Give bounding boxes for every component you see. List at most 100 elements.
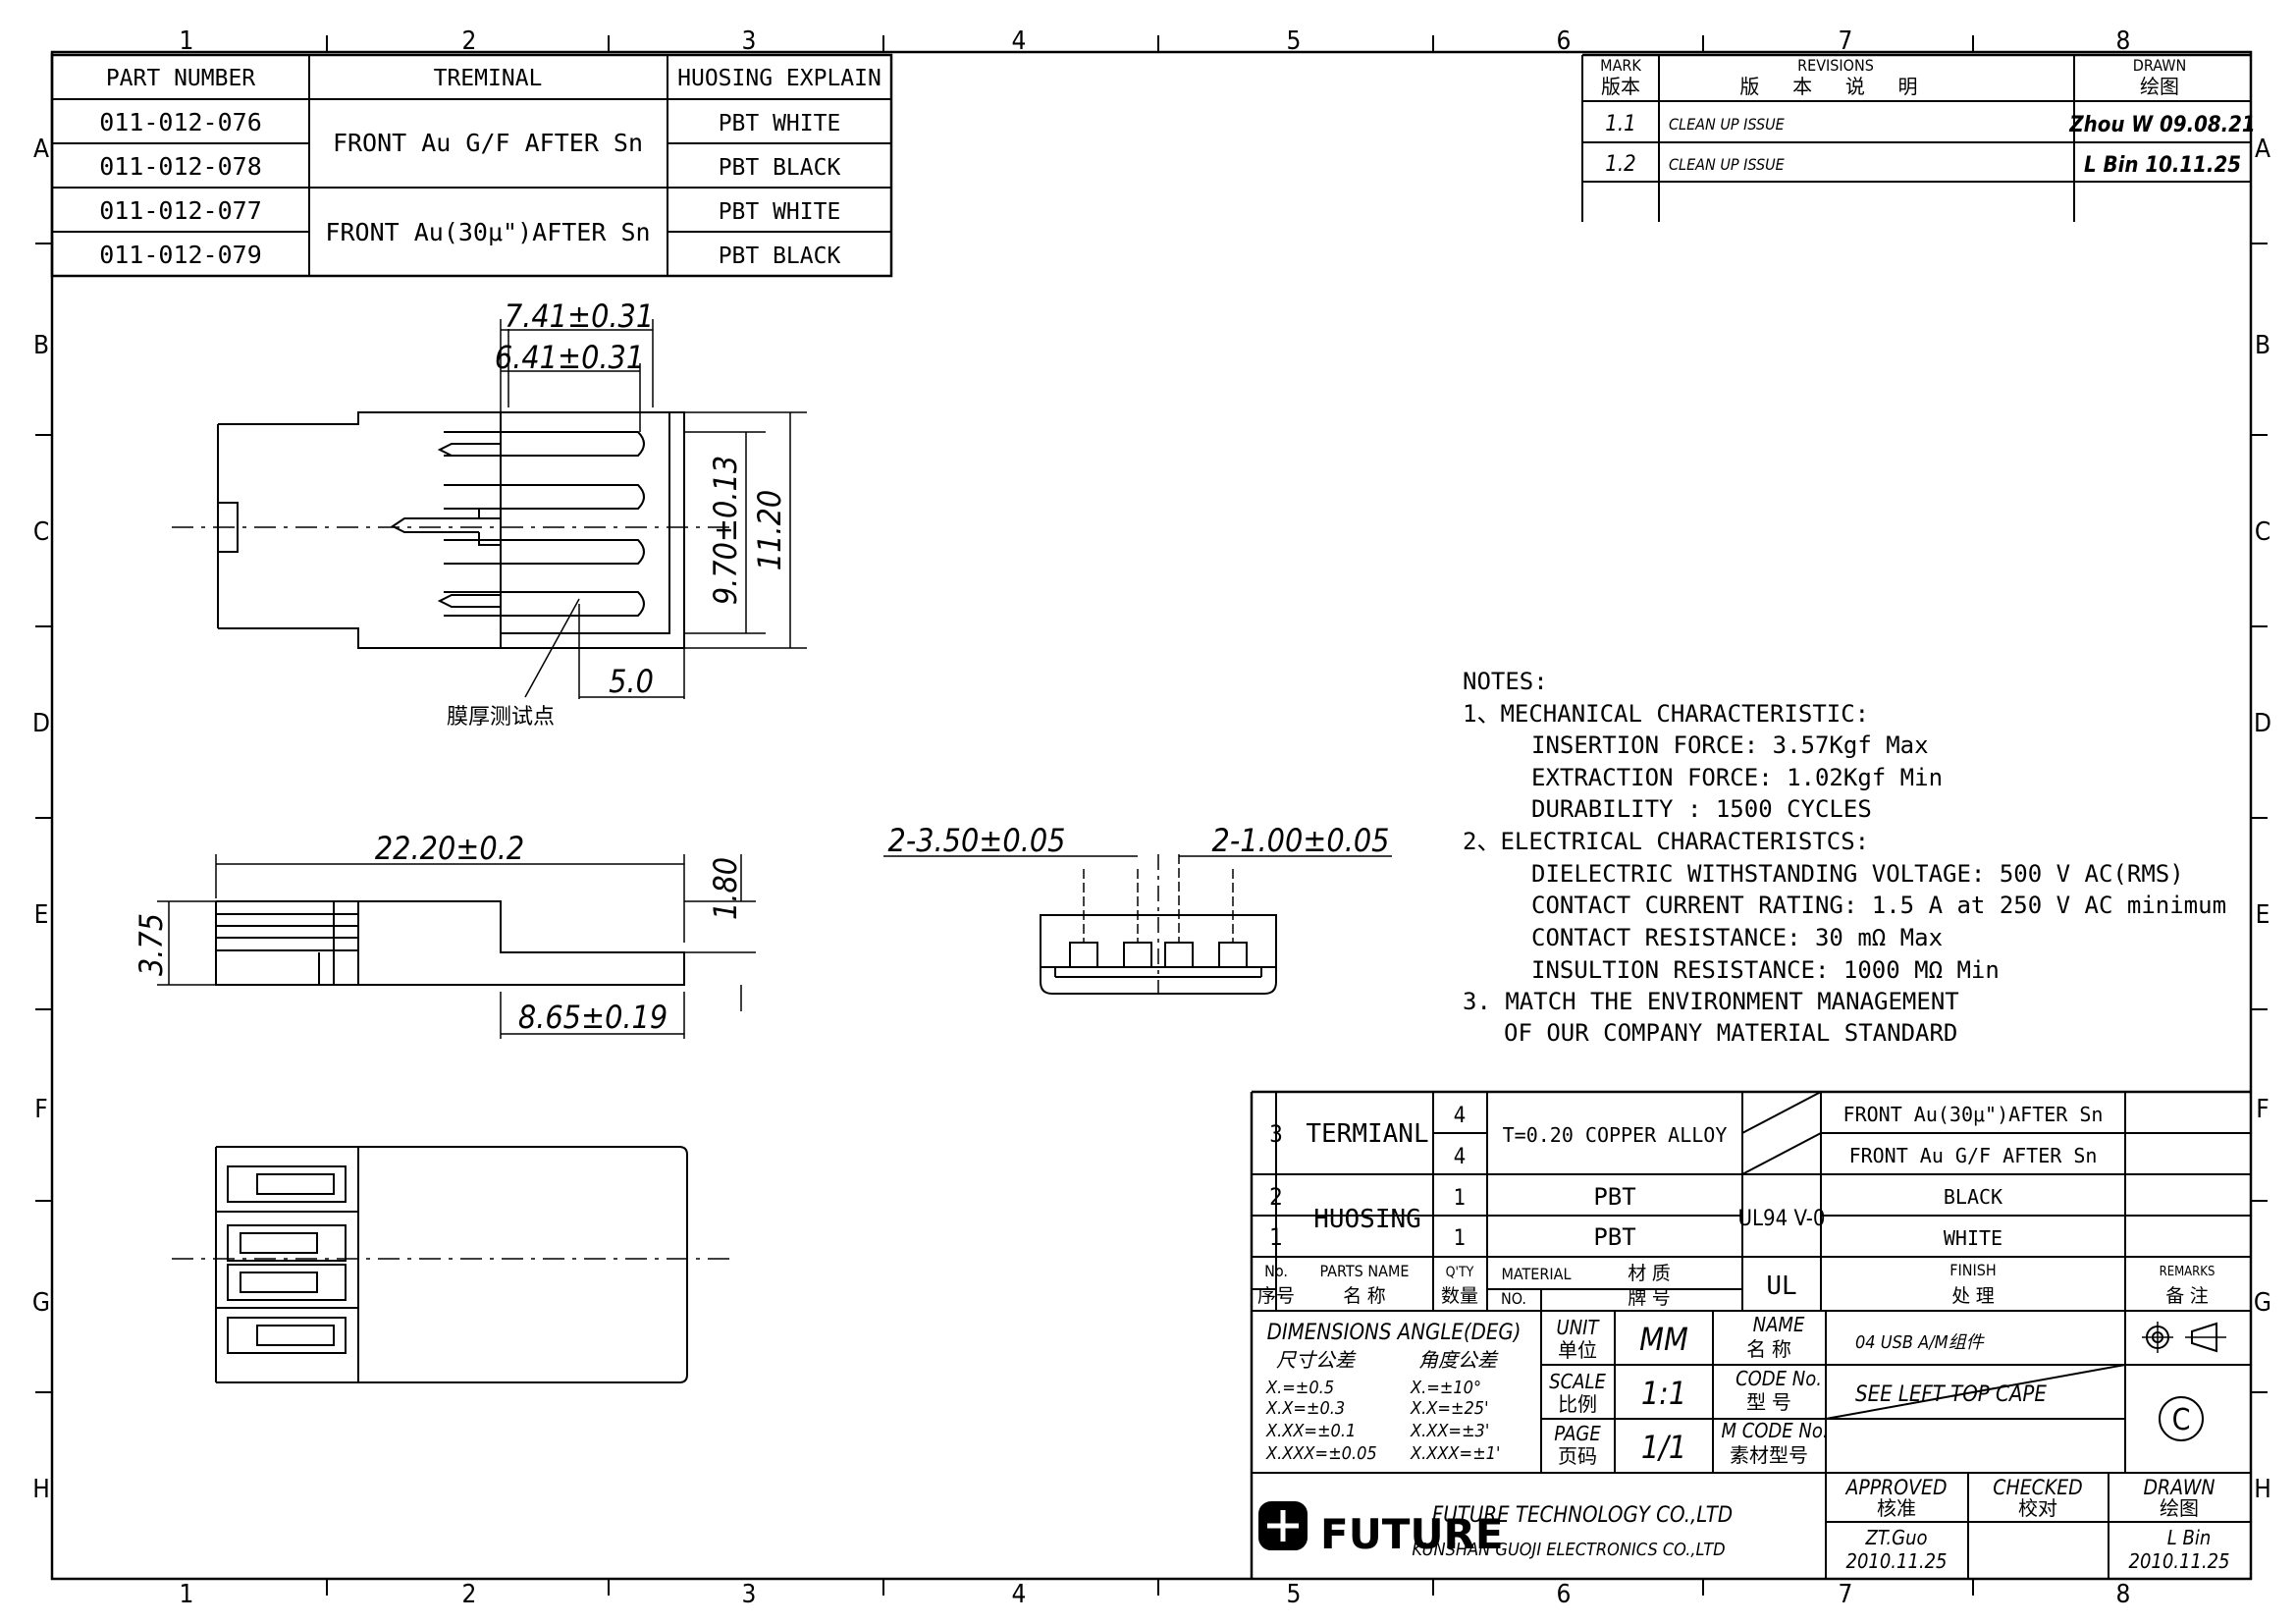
dim-6-41: 6.41±0.31 [495,339,644,376]
bom-h-matno: NO. [1501,1289,1526,1308]
note-1-extraction: EXTRACTION FORCE: 1.02Kgf Min [1531,764,1943,791]
front-view: 2-3.50±0.05 2-1.00±0.05 [883,822,1392,995]
zone-col-7-top: 7 [1839,27,1853,56]
bom-housing-name: HUOSING [1313,1205,1421,1234]
page-label: PAGE [1554,1422,1601,1445]
dim-1-80: 1.80 [707,857,744,920]
tol-angle-3: X.XXX=±1' [1410,1443,1500,1464]
header-terminal: TREMINAL [434,66,543,91]
company-2: KUNSHAN GUOJI ELECTRONICS CO.,LTD [1412,1540,1725,1560]
bom-h-finish-cn: 处 理 [1951,1285,1994,1307]
dim-11-20: 11.20 [751,490,788,570]
scale-label-cn: 比例 [1558,1392,1597,1416]
zone-col-2-top: 2 [462,27,477,56]
header-housing-explain: HUOSING EXPLAIN [677,66,881,91]
bom-r1-no: 1 [1269,1223,1283,1251]
rev-revisions-header-cn: 版 本 说 明 [1739,75,1931,98]
dim-2-3-50: 2-3.50±0.05 [888,822,1066,859]
terminal-2: FRONT Au(30μ")AFTER Sn [325,218,650,246]
part-row-2-housing: PBT BLACK [719,155,841,181]
part-row-3-housing: PBT WHITE [719,199,841,225]
dim-8-65: 8.65±0.19 [518,999,667,1036]
bom-h-matno-cn: 牌 号 [1628,1287,1670,1309]
part-row-2-number: 011-012-078 [99,152,262,181]
notes-title: NOTES: [1463,668,1548,695]
approved-by: ZT.Guo [1864,1526,1927,1549]
mcode-label: M CODE No. [1721,1419,1828,1442]
bom-h-material-cn: 材 质 [1628,1263,1670,1284]
part-row-1-number: 011-012-076 [99,108,262,136]
zone-labels: 1 2 3 4 5 6 7 8 1 2 3 4 5 6 7 8 A B C D … [32,27,2271,1609]
zone-row-d-left: D [32,709,50,738]
zone-col-6-bottom: 6 [1557,1580,1572,1609]
zone-row-e-left: E [34,900,49,930]
zone-col-3-bottom: 3 [742,1580,757,1609]
zone-ticks [35,35,2268,1596]
zone-row-g-left: G [32,1288,50,1318]
page-label-cn: 页码 [1558,1444,1597,1468]
projection-symbol-icon [2142,1322,2226,1353]
bom-h-material: MATERIAL [1501,1265,1571,1283]
bom-r1-qty: 1 [1454,1226,1467,1251]
bom-h-ul: UL [1766,1272,1796,1301]
bom-h-finish: FINISH [1949,1261,1997,1279]
bom-h-remarks: REMARKS [2160,1265,2216,1279]
checked-label: CHECKED [1993,1476,2082,1499]
company-1: FUTURE TECHNOLOGY CO.,LTD [1432,1503,1733,1528]
tol-linear-3: X.XXX=±0.05 [1265,1443,1377,1464]
top-view-pins [391,431,645,617]
zone-row-c-left: C [33,517,49,547]
dim-2-1-00: 2-1.00±0.05 [1212,822,1390,859]
mcode-label-cn: 素材型号 [1730,1443,1808,1467]
zone-row-e-right: E [2256,900,2270,930]
note-3-line2: OF OUR COMPANY MATERIAL STANDARD [1504,1019,1957,1047]
zone-col-8-top: 8 [2116,27,2131,56]
code-value: SEE LEFT TOP CAPE [1855,1382,2047,1407]
bom-h-qty: Q'TY [1446,1265,1474,1280]
rev-mark-header: MARK [1600,56,1641,75]
approved-label-cn: 核准 [1877,1496,1916,1520]
rev-2-desc: CLEAN UP ISSUE [1669,155,1786,174]
future-logo: FUTURE [1258,1501,1504,1558]
tol-linear-1: X.X=±0.3 [1265,1398,1345,1419]
scale-label: SCALE [1549,1370,1606,1393]
rev-2-mark: 1.2 [1605,152,1635,177]
zone-col-5-top: 5 [1287,27,1302,56]
unit-label: UNIT [1557,1316,1601,1339]
rev-1-drawn: Zhou W 09.08.21 [2068,113,2255,137]
tol-angle-0: X.=±10° [1410,1378,1481,1398]
note-3-line1: 3. MATCH THE ENVIRONMENT MANAGEMENT [1463,988,1959,1015]
copyright-icon: C [2159,1396,2204,1441]
terminal-1: FRONT Au G/F AFTER Sn [333,129,643,157]
title-block: DIMENSIONS ANGLE(DEG) 尺寸公差 角度公差 X.=±0.5 … [1252,1311,2251,1579]
drawn-label-cn: 绘图 [2160,1496,2199,1520]
zone-row-b-right: B [2255,331,2270,360]
approved-date: 2010.11.25 [1846,1549,1948,1573]
note-2-title: 2、ELECTRICAL CHARACTERISTCS: [1463,828,1869,855]
bom-r1-finish: WHITE [1944,1226,2002,1250]
drawn-date: 2010.11.25 [2129,1549,2230,1573]
zone-row-h-left: H [32,1475,50,1504]
tol-linear-2: X.XX=±0.1 [1265,1421,1356,1441]
rev-drawn-header: DRAWN [2133,56,2186,75]
bom-r1-material: PBT [1593,1223,1635,1251]
zone-row-h-right: H [2254,1475,2271,1504]
zone-col-5-bottom: 5 [1287,1580,1302,1609]
bom-r2-no: 2 [1269,1183,1283,1211]
bom-h-remarks-cn: 备 注 [2165,1285,2208,1307]
bom-h-no: No. [1264,1262,1288,1280]
tol-cn-angle: 角度公差 [1418,1348,1499,1372]
bom-r2-finish: BLACK [1944,1185,2002,1209]
sheet-border [50,50,2253,1581]
svg-text:C: C [2172,1403,2191,1437]
zone-col-2-bottom: 2 [462,1580,477,1609]
tol-angle-1: X.X=±25' [1410,1398,1489,1419]
rev-1-desc: CLEAN UP ISSUE [1669,115,1786,134]
unit-label-cn: 单位 [1558,1338,1597,1362]
rev-drawn-header-cn: 绘图 [2140,75,2179,98]
zone-col-7-bottom: 7 [1839,1580,1853,1609]
rev-mark-header-cn: 版本 [1601,75,1640,98]
note-1-title: 1、MECHANICAL CHARACTERISTIC: [1463,700,1869,728]
approved-label: APPROVED [1844,1476,1947,1499]
